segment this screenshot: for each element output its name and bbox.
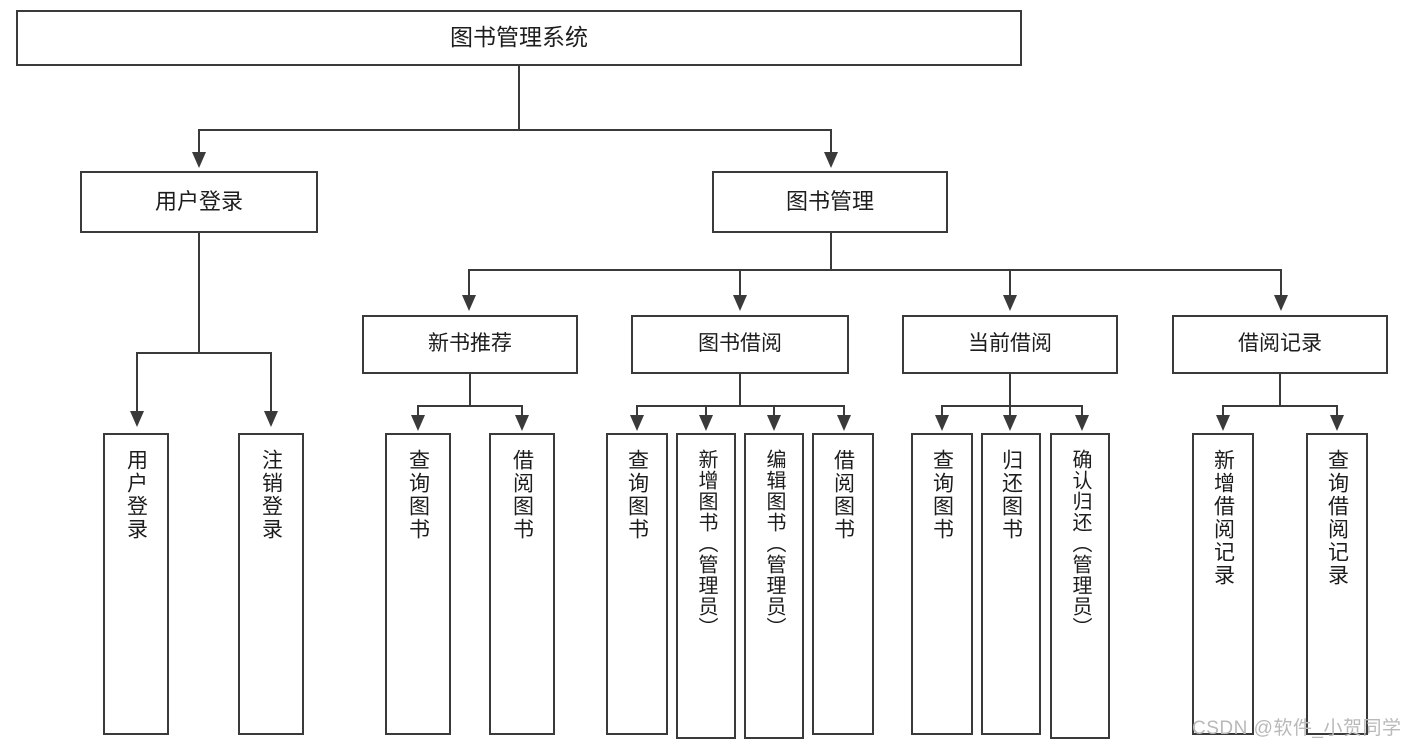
arrow-user-login-leaf1 bbox=[130, 411, 144, 427]
edge-to-current-borrow bbox=[1009, 269, 1011, 297]
node-label: 查询图书 bbox=[406, 449, 430, 541]
node-label: 归还图书 bbox=[999, 449, 1023, 541]
edge-to-user-login bbox=[198, 129, 200, 155]
node-root-system[interactable]: 图书管理系统 bbox=[16, 10, 1022, 66]
node-new-book-recommend[interactable]: 新书推荐 bbox=[362, 315, 578, 374]
edge-new-book-leaf1 bbox=[417, 405, 419, 419]
edge-to-new-book-recommend bbox=[468, 269, 470, 297]
node-label: 用户登录 bbox=[154, 189, 243, 215]
arrow-to-borrow-record bbox=[1274, 295, 1288, 311]
edge-to-book-management bbox=[830, 129, 832, 155]
edge-book-borrow-stem bbox=[739, 374, 741, 406]
edge-current-borrow-leaf1 bbox=[941, 405, 943, 419]
arrow-to-new-book-recommend bbox=[462, 295, 476, 311]
node-leaf-borrow-book-2[interactable]: 借阅图书 bbox=[812, 433, 874, 735]
edge-user-login-bus bbox=[136, 352, 272, 354]
arrow-new-book-leaf2 bbox=[515, 415, 529, 431]
node-user-login[interactable]: 用户登录 bbox=[80, 171, 318, 233]
node-leaf-edit-book[interactable]: 编辑图书（管理员） bbox=[744, 433, 804, 739]
node-label: 新增图书（管理员） bbox=[695, 449, 717, 638]
node-book-borrow[interactable]: 图书借阅 bbox=[631, 315, 849, 374]
edge-borrow-record-leaf1 bbox=[1222, 405, 1224, 419]
node-current-borrow[interactable]: 当前借阅 bbox=[902, 315, 1118, 374]
arrow-current-borrow-leaf1 bbox=[935, 415, 949, 431]
node-label: 图书借阅 bbox=[698, 332, 782, 356]
edge-book-borrow-leaf2 bbox=[705, 405, 707, 419]
node-leaf-user-login[interactable]: 用户登录 bbox=[103, 433, 169, 735]
edge-current-borrow-stem bbox=[1009, 374, 1011, 406]
edge-book-management-stem bbox=[830, 233, 832, 270]
node-label: 借阅图书 bbox=[510, 449, 534, 541]
node-label: 注销登录 bbox=[259, 449, 283, 541]
edge-borrow-record-leaf2 bbox=[1336, 405, 1338, 419]
edge-current-borrow-leaf2 bbox=[1009, 405, 1011, 419]
edge-borrow-record-stem bbox=[1279, 374, 1281, 406]
edge-to-borrow-record bbox=[1280, 269, 1282, 297]
node-leaf-return-book[interactable]: 归还图书 bbox=[981, 433, 1041, 735]
node-label: 图书管理 bbox=[785, 189, 874, 215]
node-label: 当前借阅 bbox=[968, 332, 1052, 356]
arrow-to-current-borrow bbox=[1003, 295, 1017, 311]
node-label: 查询图书 bbox=[930, 449, 954, 541]
node-leaf-query-book-2[interactable]: 查询图书 bbox=[606, 433, 668, 735]
arrow-to-book-borrow bbox=[733, 295, 747, 311]
edge-to-book-borrow bbox=[739, 269, 741, 297]
edge-new-book-stem bbox=[469, 374, 471, 406]
node-label: 查询借阅记录 bbox=[1325, 449, 1349, 587]
arrow-current-borrow-leaf3 bbox=[1075, 415, 1089, 431]
edge-new-book-leaf2 bbox=[521, 405, 523, 419]
edge-new-book-bus bbox=[417, 405, 523, 407]
edge-book-borrow-leaf3 bbox=[773, 405, 775, 419]
node-label: 用户登录 bbox=[124, 449, 148, 541]
edge-book-borrow-leaf4 bbox=[843, 405, 845, 419]
node-book-management[interactable]: 图书管理 bbox=[712, 171, 948, 233]
edge-book-borrow-bus bbox=[636, 405, 845, 407]
arrow-user-login-leaf2 bbox=[264, 411, 278, 427]
edge-user-login-stem bbox=[198, 233, 200, 353]
node-leaf-confirm-return[interactable]: 确认归还（管理员） bbox=[1050, 433, 1110, 739]
arrow-borrow-record-leaf2 bbox=[1330, 415, 1344, 431]
edge-user-login-leaf1 bbox=[136, 352, 138, 414]
node-label: 借阅图书 bbox=[831, 449, 855, 541]
arrow-book-borrow-leaf3 bbox=[767, 415, 781, 431]
node-leaf-borrow-book-1[interactable]: 借阅图书 bbox=[489, 433, 555, 735]
node-leaf-add-record[interactable]: 新增借阅记录 bbox=[1192, 433, 1254, 735]
node-leaf-query-book-1[interactable]: 查询图书 bbox=[385, 433, 451, 735]
node-leaf-query-book-3[interactable]: 查询图书 bbox=[911, 433, 973, 735]
arrow-current-borrow-leaf2 bbox=[1003, 415, 1017, 431]
edge-root-bus bbox=[198, 129, 832, 131]
csdn-watermark: CSDN @软件_小贺同学 bbox=[1192, 718, 1402, 739]
edge-current-borrow-leaf3 bbox=[1081, 405, 1083, 419]
edge-book-borrow-leaf1 bbox=[636, 405, 638, 419]
node-label: 查询图书 bbox=[625, 449, 649, 541]
edge-level3-bus bbox=[468, 269, 1282, 271]
node-label: 确认归还（管理员） bbox=[1069, 449, 1091, 638]
arrow-to-book-management bbox=[824, 152, 838, 168]
arrow-to-user-login bbox=[192, 152, 206, 168]
edge-borrow-record-bus bbox=[1222, 405, 1338, 407]
arrow-book-borrow-leaf1 bbox=[630, 415, 644, 431]
arrow-borrow-record-leaf1 bbox=[1216, 415, 1230, 431]
node-borrow-record[interactable]: 借阅记录 bbox=[1172, 315, 1388, 374]
node-leaf-add-book[interactable]: 新增图书（管理员） bbox=[676, 433, 736, 739]
node-leaf-logout[interactable]: 注销登录 bbox=[238, 433, 304, 735]
node-label: 图书管理系统 bbox=[450, 24, 588, 51]
node-label: 新书推荐 bbox=[428, 332, 512, 356]
node-label: 新增借阅记录 bbox=[1211, 449, 1235, 587]
node-label: 编辑图书（管理员） bbox=[763, 449, 785, 638]
edge-root-stem bbox=[518, 66, 520, 130]
edge-user-login-leaf2 bbox=[270, 352, 272, 414]
arrow-book-borrow-leaf4 bbox=[837, 415, 851, 431]
edge-current-borrow-bus bbox=[941, 405, 1083, 407]
arrow-book-borrow-leaf2 bbox=[699, 415, 713, 431]
arrow-new-book-leaf1 bbox=[411, 415, 425, 431]
node-label: 借阅记录 bbox=[1238, 332, 1322, 356]
node-leaf-query-record[interactable]: 查询借阅记录 bbox=[1306, 433, 1368, 735]
